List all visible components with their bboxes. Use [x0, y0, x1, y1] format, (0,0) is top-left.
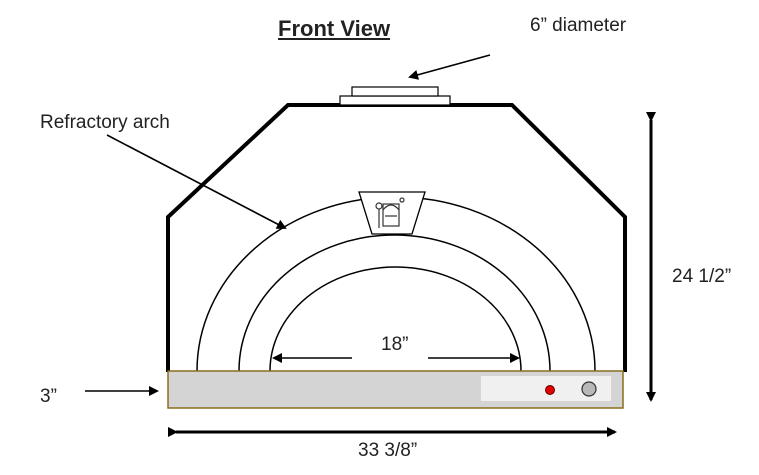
height-label: 24 1/2”: [672, 266, 732, 287]
indicator-light: [545, 385, 555, 395]
middle-arch: [238, 234, 551, 372]
logo-icon: [375, 197, 405, 228]
chimney-pipe: [351, 86, 439, 97]
keystone: [358, 191, 426, 235]
inner-arch-opening: [269, 266, 522, 372]
diagram-title: Front View: [278, 16, 391, 41]
width-label: 33 3/8”: [358, 440, 418, 461]
base-thickness-label: 3”: [40, 386, 57, 407]
chimney-pointer-arrow: [408, 54, 491, 80]
oven-housing-outline: [166, 103, 627, 372]
arch-pointer-arrow: [106, 134, 287, 229]
chimney-flange: [339, 95, 451, 106]
chimney-diameter-label: 6” diameter: [530, 15, 627, 36]
opening-width-label: 18”: [381, 334, 409, 355]
control-knob: [581, 381, 597, 397]
refractory-arch-label: Refractory arch: [40, 112, 170, 133]
